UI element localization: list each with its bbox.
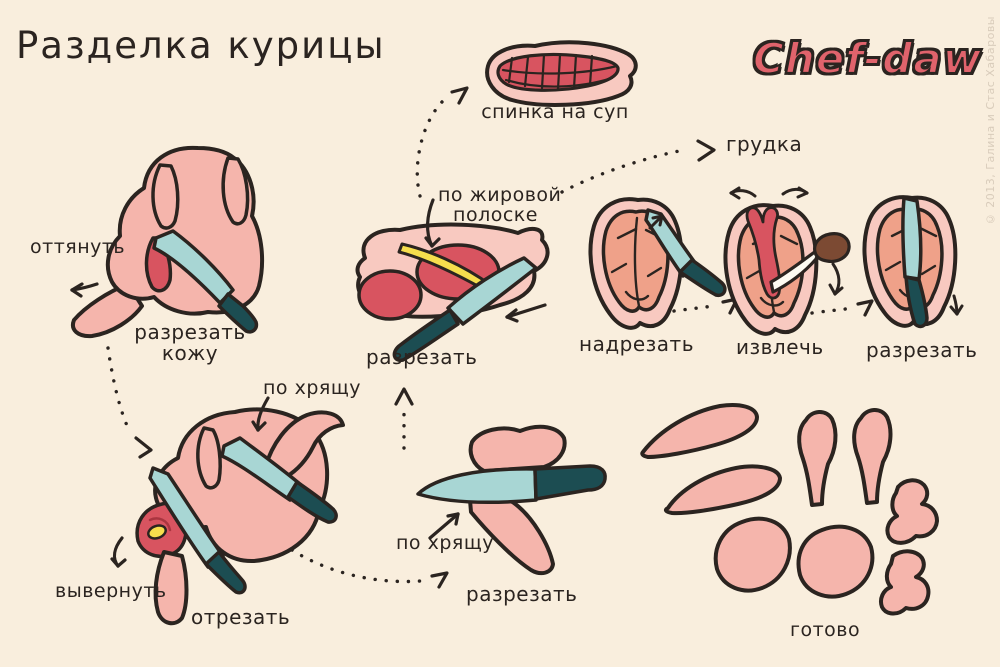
label-joint-cartilage-hint: по хрящу (396, 532, 494, 554)
leg-joint-illustration (416, 424, 607, 576)
back-piece-illustration (485, 40, 638, 107)
label-evert: вывернуть (55, 580, 167, 602)
chef-daw-logo: Chef-daw (752, 33, 983, 84)
label-fat-strip-hint: по жировой полоске (438, 184, 562, 226)
breast-extract-illustration (723, 186, 851, 336)
label-breast-extract: извлечь (736, 335, 824, 359)
label-fat-strip-cut: разрезать (366, 345, 478, 369)
breast-cut-illustration (862, 195, 964, 329)
label-back-for-soup: спинка на суп (481, 101, 629, 123)
leg-removal-illustration (110, 396, 345, 626)
label-breast-incise: надрезать (579, 332, 694, 356)
label-leg-cartilage-hint: по хрящу (263, 377, 361, 399)
label-joint-cut: разрезать (466, 582, 578, 606)
finished-pieces-illustration (640, 403, 939, 616)
whole-chicken-illustration (70, 145, 265, 339)
label-pull-skin: оттянуть (30, 236, 126, 258)
label-breast: грудка (726, 132, 803, 156)
label-cut-off: отрезать (191, 605, 291, 629)
poster-title: Разделка курицы (16, 24, 386, 67)
copyright-text: © 2013, Галина и Стас Хабаровы (984, 16, 997, 226)
label-done: готово (790, 619, 861, 641)
dotted-path-arrowheads (134, 86, 874, 589)
dotted-flow-paths (106, 97, 854, 584)
breast-incise-illustration (588, 197, 727, 330)
label-breast-cut: разрезать (866, 338, 978, 362)
label-cut-skin: разрезать кожу (134, 320, 246, 365)
fat-strip-illustration (355, 198, 550, 363)
